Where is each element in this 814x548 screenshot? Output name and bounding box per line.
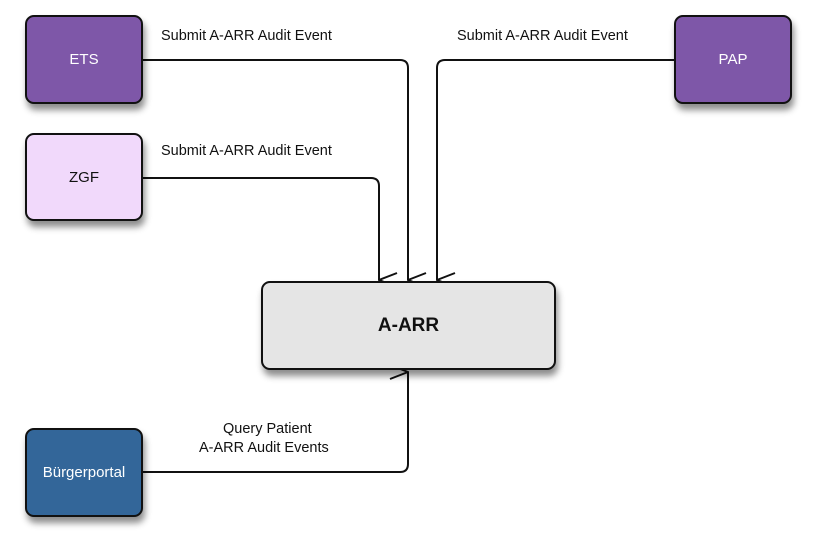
edge-label-buergerportal-line2: A-ARR Audit Events — [199, 440, 329, 456]
edge-pap-to-aarr — [436, 59, 674, 280]
edge-zgf-to-aarr — [143, 177, 379, 280]
edge-label-buergerportal-line1: Query Patient — [223, 421, 312, 437]
edge-label-ets: Submit A-ARR Audit Event — [161, 28, 332, 44]
node-aarr-label: A-ARR — [377, 314, 440, 336]
node-ets-label: ETS — [69, 51, 99, 68]
node-buergerportal[interactable]: Bürgerportal — [25, 428, 143, 517]
node-aarr[interactable]: A-ARR — [261, 281, 556, 370]
node-ets[interactable]: ETS — [25, 15, 143, 104]
node-zgf[interactable]: ZGF — [25, 133, 143, 221]
node-buergerportal-label: Bürgerportal — [42, 464, 126, 481]
node-pap[interactable]: PAP — [674, 15, 792, 104]
node-pap-label: PAP — [718, 51, 748, 68]
edge-buergerportal-to-aarr — [143, 372, 409, 473]
edge-label-pap: Submit A-ARR Audit Event — [457, 28, 628, 44]
node-zgf-label: ZGF — [69, 168, 99, 186]
edge-ets-to-aarr — [143, 59, 408, 280]
edge-label-zgf: Submit A-ARR Audit Event — [161, 143, 332, 159]
